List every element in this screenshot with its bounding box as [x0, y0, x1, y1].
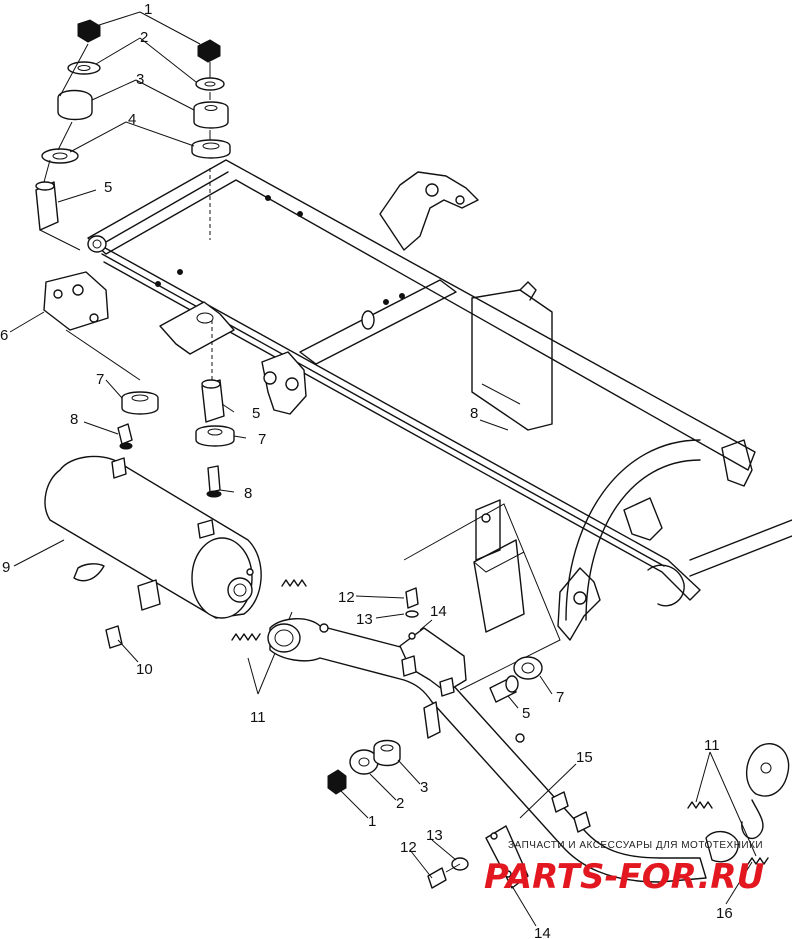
sleeve-right — [489, 656, 543, 703]
watermark-caption: ЗАПЧАСТИ И АКСЕССУАРЫ ДЛЯ МОТОТЕХНИКИ — [508, 840, 763, 851]
vehicle-frame — [87, 159, 792, 691]
callout-3-top: 3 — [136, 71, 144, 88]
callout-7-right: 7 — [556, 689, 564, 706]
callout-7-center: 7 — [258, 431, 266, 448]
callout-13-top: 13 — [356, 611, 373, 628]
callout-14-lower: 14 — [534, 925, 551, 939]
callout-12-lower: 12 — [400, 839, 417, 856]
spring-right — [687, 743, 790, 865]
callout-6: 6 — [0, 327, 8, 344]
callout-8-right: 8 — [470, 405, 478, 422]
bracket-plate — [43, 271, 141, 381]
callout-7-left: 7 — [96, 371, 104, 388]
callout-3-lower: 3 — [420, 779, 428, 796]
callout-8-left: 8 — [70, 411, 78, 428]
sleeve-center — [195, 379, 235, 498]
callout-2-lower: 2 — [396, 795, 404, 812]
leader-lines — [9, 11, 757, 927]
callout-5-right: 5 — [522, 705, 530, 722]
callout-10: 10 — [136, 661, 153, 678]
pipe-bracket-upper — [399, 587, 467, 697]
hardware-lower — [327, 739, 401, 795]
callout-5-center: 5 — [252, 405, 260, 422]
watermark-brand: PARTS-FOR.RU — [484, 857, 764, 897]
mount-stack-right — [191, 39, 231, 159]
callout-1-top: 1 — [144, 1, 152, 18]
callout-11-left: 11 — [250, 709, 266, 726]
callout-11-right: 11 — [704, 737, 720, 754]
callout-15: 15 — [576, 749, 593, 766]
callout-16: 16 — [716, 905, 733, 922]
watermark-logo: ЗАПЧАСТИ И АКСЕССУАРЫ ДЛЯ МОТОТЕХНИКИ PA… — [484, 840, 764, 897]
callout-8-center: 8 — [244, 485, 252, 502]
callout-12-top: 12 — [338, 589, 355, 606]
callout-13-lower: 13 — [426, 827, 443, 844]
pipe-bracket-lower — [427, 825, 529, 889]
callout-5-top: 5 — [104, 179, 112, 196]
spacer-left — [117, 391, 159, 450]
callout-9: 9 — [2, 559, 10, 576]
callout-2-top: 2 — [140, 29, 148, 46]
muffler — [44, 455, 262, 649]
callout-14-top: 14 — [430, 603, 447, 620]
callout-4: 4 — [128, 111, 136, 128]
mount-stack-left — [35, 19, 101, 251]
callout-1-lower: 1 — [368, 813, 376, 830]
callout-labels: 1 2 3 4 5 6 7 8 5 7 8 8 9 10 11 12 13 14… — [0, 1, 733, 939]
